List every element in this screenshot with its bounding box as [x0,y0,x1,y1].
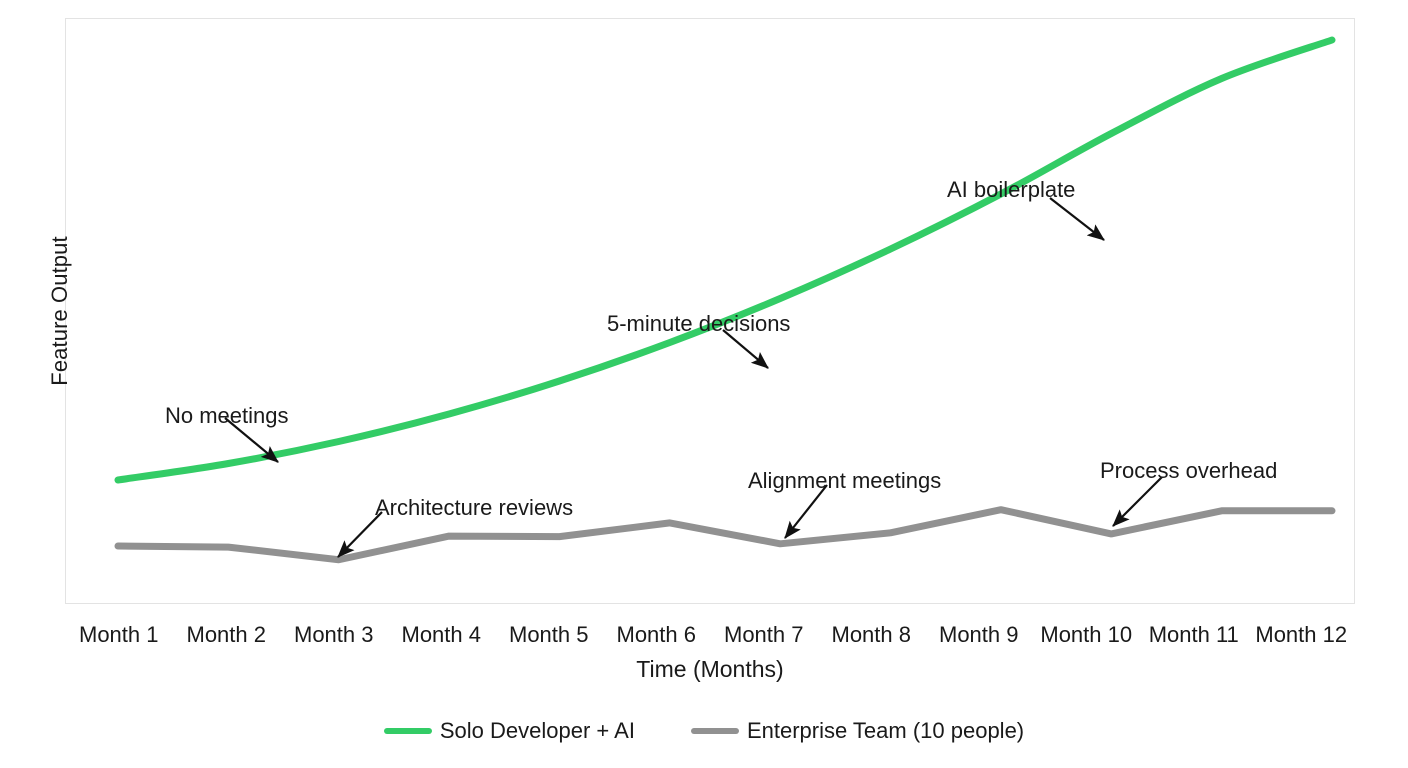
x-tick-label-12: Month 12 [1255,622,1348,647]
annotation-label-process-overhead: Process overhead [1100,458,1278,483]
x-tick-label-3: Month 3 [294,622,374,647]
annotation-label-alignment-meetings: Alignment meetings [748,468,942,493]
chart-legend: Solo Developer + AI Enterprise Team (10 p… [0,718,1408,744]
x-tick-label-1: Month 1 [79,622,159,647]
legend-swatch-icon [383,728,432,734]
y-axis-title: Feature Output [47,236,72,386]
x-tick-label-2: Month 2 [186,622,267,647]
legend-item-1[interactable]: Solo Developer + AI [383,718,635,744]
annotation-label-architecture-reviews: Architecture reviews [375,495,574,520]
x-tick-label-6: Month 6 [616,622,697,647]
legend-label: Enterprise Team (10 people) [746,718,1025,743]
legend-swatch-icon [690,728,739,734]
annotation-label-no-meetings: No meetings [165,403,289,428]
legend-label: Solo Developer + AI [439,718,635,743]
x-tick-label-7: Month 7 [724,622,804,647]
x-axis-title: Time (Months) [636,656,784,682]
legend-item-2[interactable]: Enterprise Team (10 people) [690,718,1025,744]
x-tick-label-9: Month 9 [939,622,1019,647]
annotation-label-ai-boilerplate: AI boilerplate [947,177,1076,202]
x-tick-label-8: Month 8 [831,622,912,647]
x-axis-tick-labels: Month 1 Month 2 Month 3 Month 4 Month 5 Month… [65,618,1355,652]
annotation-label-5-minute-decisions: 5-minute decisions [607,311,791,336]
x-tick-label-5: Month 5 [509,622,589,647]
x-tick-label-4: Month 4 [401,622,482,647]
x-tick-label-10: Month 10 [1040,622,1133,647]
x-tick-label-11: Month 11 [1148,622,1239,647]
